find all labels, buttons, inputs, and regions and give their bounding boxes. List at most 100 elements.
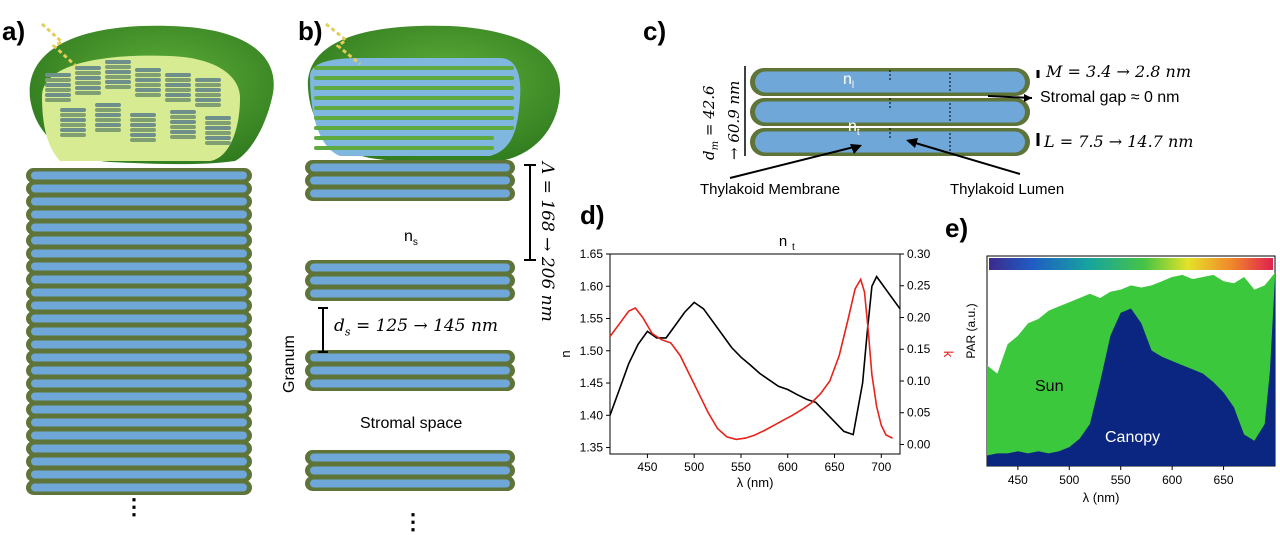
granum-disc (170, 130, 196, 134)
chart-title-subscript: t (792, 242, 795, 253)
ellipsis-b: ⋮ (402, 509, 424, 534)
granum-disc (45, 88, 71, 92)
thylakoid-disc-lumen (31, 184, 247, 193)
granum-disc (105, 70, 131, 74)
thylakoid-disc-lumen (755, 131, 1025, 153)
period-label: Λ = 168 → 206 nm (537, 162, 557, 322)
granum-disc (75, 71, 101, 75)
thylakoid-closeup-c (729, 66, 1040, 179)
granum-disc (95, 108, 121, 112)
thylakoid-disc-lumen (310, 276, 510, 285)
granum-disc (195, 78, 221, 82)
granum-disc (95, 123, 121, 127)
granum-disc (75, 86, 101, 90)
granum-disc (135, 83, 161, 87)
thylakoid-disc-lumen (31, 249, 247, 258)
thylakoid-disc-lumen (31, 288, 247, 297)
sun-label: Sun (1035, 378, 1063, 395)
panel-label-b: b) (298, 16, 323, 46)
granum-disc (95, 103, 121, 107)
membrane-arrow-head (850, 144, 862, 154)
thylakoid-band (314, 126, 514, 130)
series-canopy (987, 277, 1275, 466)
thylakoid-disc-lumen (310, 176, 510, 185)
granum-disc (135, 93, 161, 97)
x-tick-label: 500 (1059, 473, 1079, 487)
thylakoid-stacks-b (305, 160, 536, 491)
granum-disc (130, 133, 156, 137)
granum-disc (105, 65, 131, 69)
thylakoid-disc-lumen (31, 327, 247, 336)
thylakoid-disc-lumen (31, 483, 247, 492)
thylakoid-lumen-label: Thylakoid Lumen (950, 181, 1065, 198)
thylakoid-disc-lumen (31, 353, 247, 362)
granum-disc (130, 113, 156, 117)
thylakoid-disc-lumen (31, 444, 247, 453)
granum-disc (45, 73, 71, 77)
thylakoid-disc-lumen (31, 197, 247, 206)
gap-arrow-head (1024, 94, 1032, 102)
granum-disc (135, 78, 161, 82)
M-thickness-label: M = 3.4 → 2.8 nm (1046, 62, 1191, 81)
granum-disc (130, 123, 156, 127)
series-k (609, 277, 893, 441)
granum-disc (60, 123, 86, 127)
thylakoid-disc-lumen (31, 418, 247, 427)
granum-disc (195, 98, 221, 102)
thylakoid-disc-lumen (31, 236, 247, 245)
x-tick-label: 450 (1008, 473, 1028, 487)
y2-tick-label: 0.20 (907, 310, 931, 324)
granum-disc (195, 88, 221, 92)
granum-disc (135, 88, 161, 92)
thylakoid-disc-lumen (31, 366, 247, 375)
granum-disc (130, 138, 156, 142)
granum-disc (95, 128, 121, 132)
ellipsis-a: ⋮ (123, 494, 145, 519)
granum-disc (205, 121, 231, 125)
x-axis-label: λ (nm) (737, 475, 774, 490)
granum-disc (205, 131, 231, 135)
thylakoid-disc-lumen (310, 453, 510, 462)
chloroplast-illustration-a (29, 22, 274, 165)
x-axis-label: λ (nm) (1083, 490, 1120, 505)
y-tick-label: 1.55 (580, 312, 604, 326)
granum-disc (170, 110, 196, 114)
y2-tick-label: 0.05 (907, 406, 931, 420)
y-tick-label: 1.45 (580, 376, 604, 390)
y2-tick-label: 0.15 (907, 342, 931, 356)
L-thickness-label: L = 7.5 → 14.7 nm (1044, 132, 1194, 151)
granum-disc (130, 118, 156, 122)
thylakoid-band (314, 116, 514, 120)
thylakoid-band (314, 106, 514, 110)
granum-disc (165, 78, 191, 82)
series-n (609, 275, 901, 436)
lumen-arrow (911, 141, 1021, 175)
y2-axis-label: k (941, 351, 956, 358)
granum-disc (75, 81, 101, 85)
thylakoid-disc-lumen (31, 457, 247, 466)
granum-disc (205, 141, 231, 145)
x-tick-label: 700 (871, 460, 891, 474)
granum-disc (105, 60, 131, 64)
x-tick-label: 450 (637, 460, 657, 474)
y-tick-label: 1.65 (580, 247, 604, 261)
granum-disc (75, 66, 101, 70)
x-tick-label: 550 (731, 460, 751, 474)
x-tick-label: 600 (778, 460, 798, 474)
thylakoid-disc-lumen (31, 262, 247, 271)
granum-disc (105, 85, 131, 89)
spectrum-bar (989, 258, 1273, 270)
granum-disc (105, 75, 131, 79)
granum-disc (170, 125, 196, 129)
granum-disc (195, 93, 221, 97)
granum-disc (165, 88, 191, 92)
y2-tick-label: 0.00 (907, 437, 931, 451)
membrane-thickness-label: dm = 42.6→ 60.9 nm (700, 80, 743, 160)
chart-title: n (779, 233, 787, 250)
granum-disc (135, 68, 161, 72)
granum-disc (135, 73, 161, 77)
granum-disc (105, 80, 131, 84)
granum-disc (60, 118, 86, 122)
